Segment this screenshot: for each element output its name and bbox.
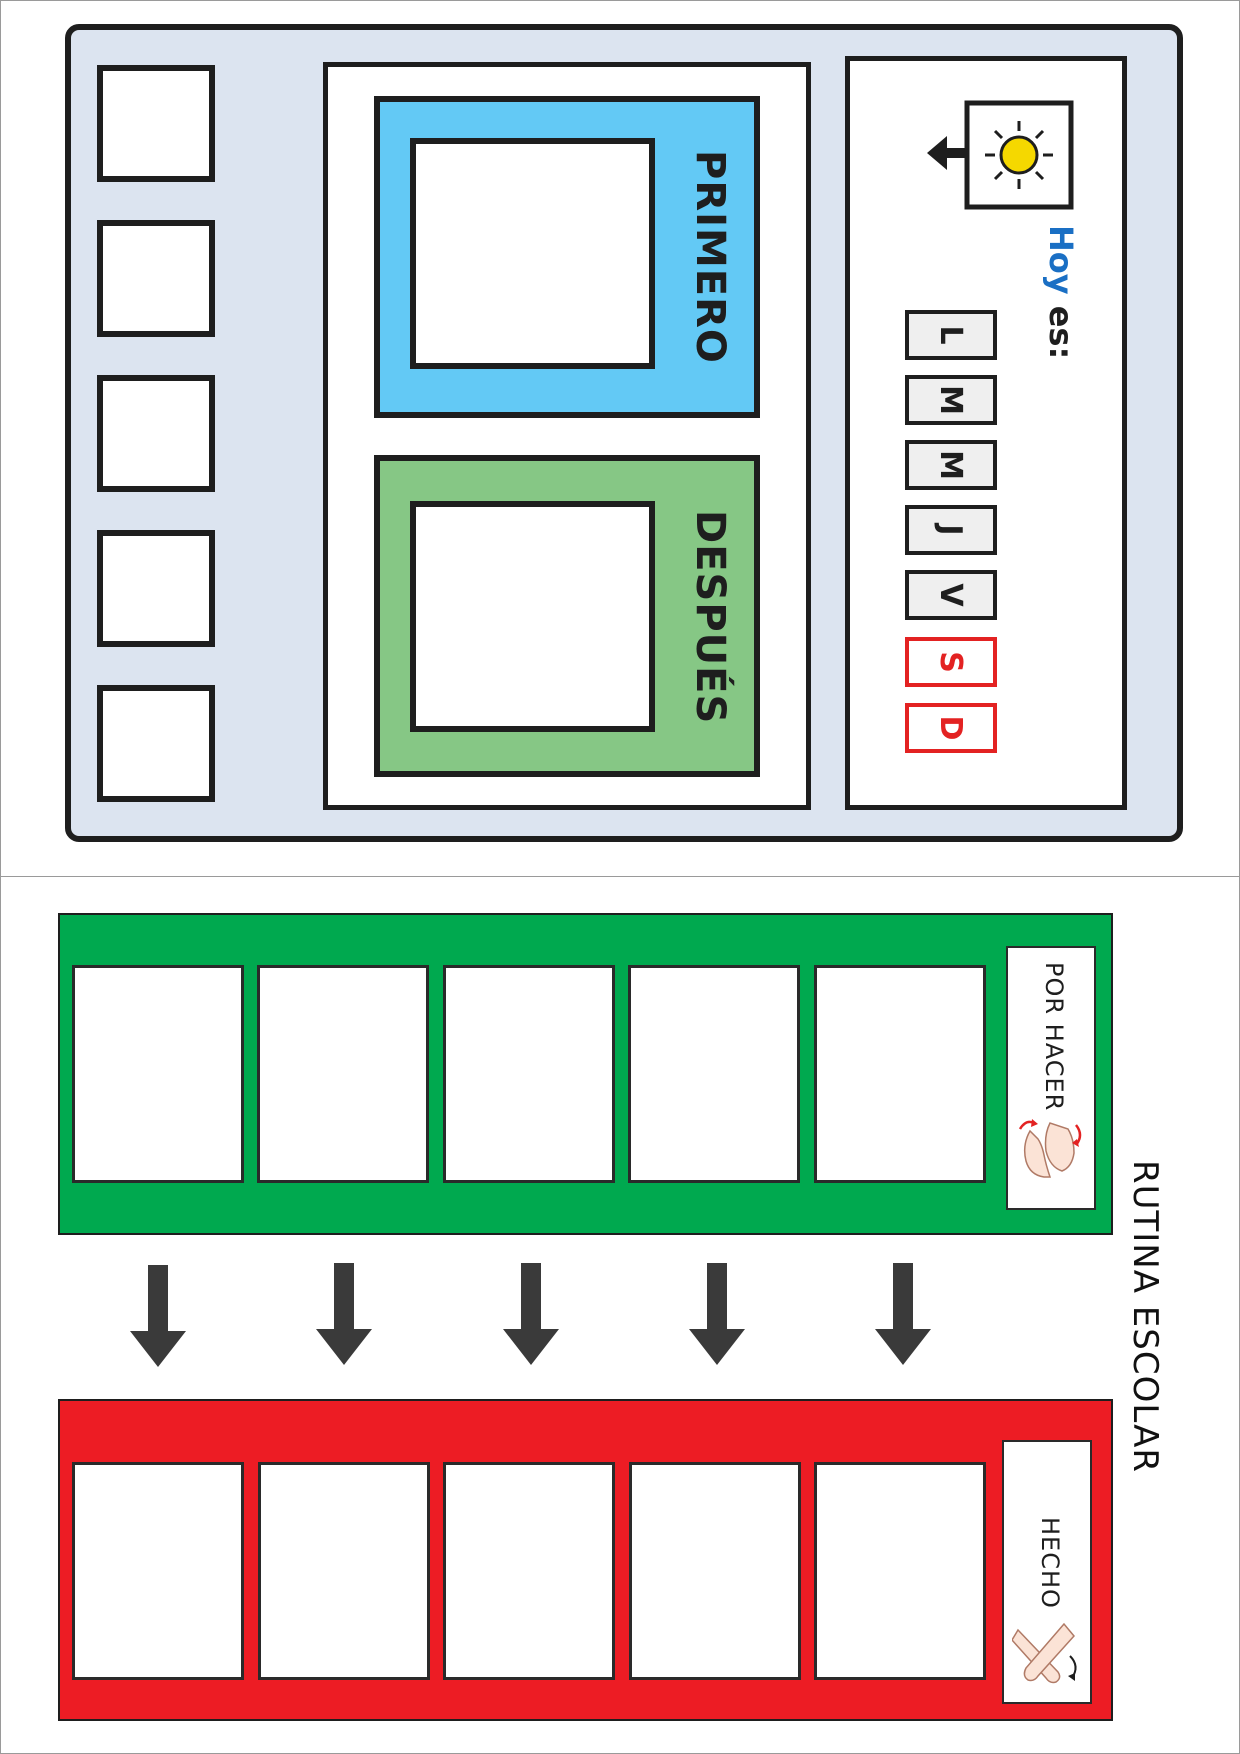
then-label: DESPUÉS [687,510,733,725]
down-arrow-icon [130,1265,186,1367]
then-picture-slot[interactable] [410,501,655,732]
todo-slot-2[interactable] [257,965,429,1183]
day-tuesday[interactable]: M [905,375,997,425]
down-arrow-icon [689,1263,745,1365]
day-thursday[interactable]: J [905,505,997,555]
today-word: Hoy [1042,225,1080,295]
routine-title: RUTINA ESCOLAR [1125,1160,1165,1473]
today-is-label: Hoy es: [1020,225,1080,385]
done-label: HECHO [1036,1517,1064,1609]
is-word: es: [1042,305,1080,360]
day-friday[interactable]: V [905,570,997,620]
done-slot-2[interactable] [258,1462,430,1680]
done-slot-3[interactable] [443,1462,615,1680]
first-picture-slot[interactable] [410,138,655,369]
fold-line [0,876,1240,877]
storage-slot-3[interactable] [97,375,215,492]
down-arrow-icon [316,1263,372,1365]
down-arrow-icon [875,1263,931,1365]
day-sunday[interactable]: D [905,703,997,753]
day-wednesday[interactable]: M [905,440,997,490]
todo-label-card [1006,946,1096,1210]
sun-icon [985,121,1053,189]
first-label: PRIMERO [687,150,733,364]
storage-slot-2[interactable] [97,220,215,337]
storage-slot-5[interactable] [97,685,215,802]
done-slot-1[interactable] [72,1462,244,1680]
day-saturday[interactable]: S [905,637,997,687]
todo-slot-5[interactable] [814,965,986,1183]
todo-slot-4[interactable] [628,965,800,1183]
down-arrow-icon [503,1263,559,1365]
todo-label: POR HACER [1040,962,1068,1112]
done-slot-4[interactable] [629,1462,801,1680]
storage-slot-4[interactable] [97,530,215,647]
day-letter: D [933,715,969,741]
done-slot-5[interactable] [814,1462,986,1680]
todo-slot-3[interactable] [443,965,615,1183]
day-monday[interactable]: L [905,310,997,360]
crossed-arms-sign-icon [1012,1622,1077,1684]
sun-card[interactable] [922,100,1074,212]
todo-slot-1[interactable] [72,965,244,1183]
sign-language-hands-icon [1018,1119,1082,1178]
storage-slot-1[interactable] [97,65,215,182]
